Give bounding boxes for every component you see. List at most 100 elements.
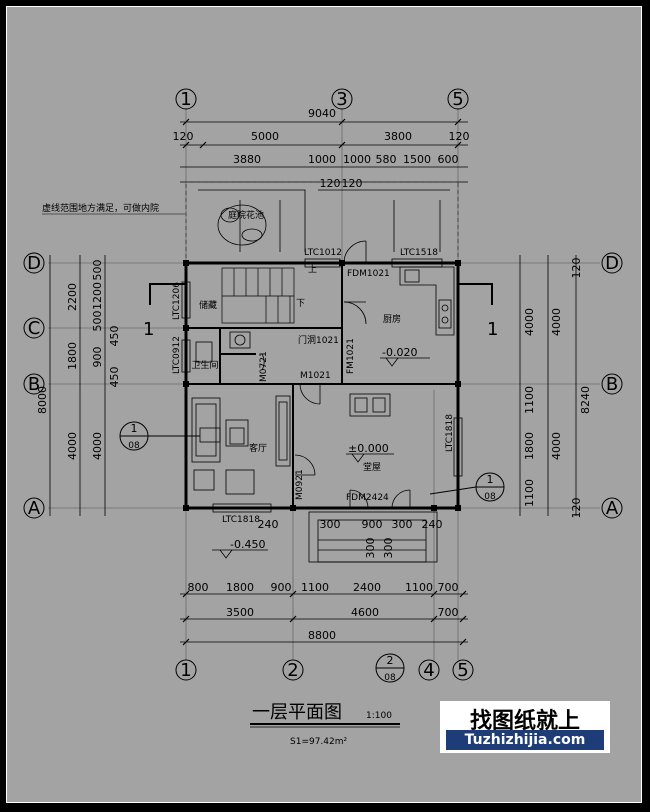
axis-bubble-bottom-1 <box>175 659 197 681</box>
kitchen-counter <box>399 266 455 336</box>
tag-m1021: M1021 <box>300 371 331 381</box>
dim-right-1100a: 1100 <box>523 386 536 414</box>
watermark-url: Tuzhizhijia.com <box>446 730 604 750</box>
dim-left-8000: 8000 <box>36 386 49 414</box>
dim-left-500a: 500 <box>91 260 104 281</box>
dim-left-2200: 2200 <box>66 283 79 311</box>
dim-top-600: 600 <box>438 153 459 166</box>
dim-bottom-1800: 1800 <box>226 581 254 594</box>
level-outside: -0.450 <box>230 538 265 551</box>
windows <box>181 258 463 513</box>
dim-bottom-700b: 700 <box>438 606 459 619</box>
axis-bubble-bottom-5 <box>452 659 474 681</box>
garden-planter <box>198 189 450 252</box>
detail-bottom-num: 2 <box>387 654 394 667</box>
axis-label-top-1: 1 <box>180 89 191 110</box>
dim-top-3800: 3800 <box>384 130 412 143</box>
dim-top-1000a: 1000 <box>308 153 336 166</box>
dim-porch-900: 900 <box>362 518 383 531</box>
room-bathroom: 卫生间 <box>191 359 218 371</box>
axis-label-left-C: C <box>28 318 41 339</box>
bathroom-fixtures <box>195 331 251 363</box>
tag-m0921: M0921 <box>295 469 305 500</box>
dim-top-1500: 1500 <box>403 153 431 166</box>
drawing-area: S1=97.42m² <box>290 737 348 747</box>
dim-top-120a: 120 <box>320 177 341 190</box>
section-cut-left <box>149 283 186 305</box>
dim-right-1100b: 1100 <box>523 479 536 507</box>
dim-left-1200: 1200 <box>91 282 104 310</box>
axis-bubble-right-D <box>601 252 623 274</box>
dim-top-total: 9040 <box>308 107 336 120</box>
axis-bubble-top-1 <box>175 88 197 110</box>
dim-bottom-1100a: 1100 <box>301 581 329 594</box>
axis-bubble-top-5 <box>447 88 469 110</box>
watermark-badge: 找图纸就上 Tuzhizhijia.com <box>440 701 610 753</box>
axis-label-left-D: D <box>27 253 41 274</box>
axis-label-bottom-4: 4 <box>423 660 434 681</box>
tag-ltc0912: LTC0912 <box>172 336 182 374</box>
section-cut-right-label: 1 <box>487 319 498 340</box>
axis-bubble-right-B <box>601 373 623 395</box>
dim-top-120-right: 120 <box>449 130 470 143</box>
dim-bottom-2400: 2400 <box>353 581 381 594</box>
axis-bubble-left-D <box>23 252 45 274</box>
exterior-walls <box>184 261 460 510</box>
tag-ltc1518: LTC1518 <box>400 248 438 258</box>
stair-up-label: 上 <box>308 264 317 275</box>
dim-bottom-900: 900 <box>271 581 292 594</box>
dim-right-120a: 120 <box>570 258 583 279</box>
dim-top-120b: 120 <box>342 177 363 190</box>
dim-step-300b: 300 <box>382 538 395 559</box>
room-living: 客厅 <box>249 442 267 454</box>
section-cut-right <box>458 283 493 305</box>
dim-bottom-4600: 4600 <box>351 606 379 619</box>
dim-step-300a: 300 <box>364 538 377 559</box>
dim-right-120b: 120 <box>570 498 583 519</box>
dim-right-1800: 1800 <box>523 432 536 460</box>
dim-left-4000a: 4000 <box>66 432 79 460</box>
dim-top-120-left: 120 <box>173 130 194 143</box>
living-furniture <box>191 395 291 495</box>
axis-bubble-left-C <box>23 317 45 339</box>
porch-steps <box>308 511 438 563</box>
tag-m0721: M0721 <box>259 351 269 382</box>
detail-right-sheet: 08 <box>484 492 496 502</box>
dim-left-500b: 500 <box>91 311 104 332</box>
axis-label-top-5: 5 <box>452 89 463 110</box>
dim-porch-240a: 240 <box>258 518 279 531</box>
axis-bubble-right-A <box>601 497 623 519</box>
tag-ltc1818-bottom: LTC1818 <box>222 515 260 525</box>
detail-left-num: 1 <box>131 422 138 435</box>
dim-top-1000b: 1000 <box>343 153 371 166</box>
dim-right-4000b: 4000 <box>550 432 563 460</box>
detail-bottom-sheet: 08 <box>384 673 396 683</box>
dim-left-450b: 450 <box>108 367 121 388</box>
axis-label-left-A: A <box>28 498 41 519</box>
dim-right-4000c: 4000 <box>523 308 536 336</box>
dim-top-3880: 3880 <box>233 153 261 166</box>
dim-right-4000a: 4000 <box>550 308 563 336</box>
axis-label-left-B: B <box>28 374 40 395</box>
drawing-scale: 1:100 <box>366 711 392 721</box>
axis-label-bottom-1: 1 <box>180 660 191 681</box>
axis-label-right-D: D <box>605 253 619 274</box>
axis-bubble-left-A <box>23 497 45 519</box>
stair <box>221 267 295 324</box>
doors <box>261 240 411 509</box>
watermark-text: 找图纸就上 <box>469 709 580 734</box>
courtyard-outline <box>185 181 459 264</box>
axis-bubble-top-3 <box>331 88 353 110</box>
axis-bubble-bottom-2 <box>282 659 304 681</box>
garden-label: 庭院花池 <box>228 209 264 221</box>
room-storage: 储藏 <box>199 299 217 311</box>
interior-walls <box>186 263 458 508</box>
tag-ltc1012: LTC1012 <box>304 248 342 258</box>
room-hall: 堂屋 <box>363 461 381 473</box>
level-hall: ±0.000 <box>348 442 389 455</box>
section-cut-left-label: 1 <box>143 319 154 340</box>
drawing-frame <box>6 6 642 803</box>
tag-fm1021: FM1021 <box>346 338 356 374</box>
